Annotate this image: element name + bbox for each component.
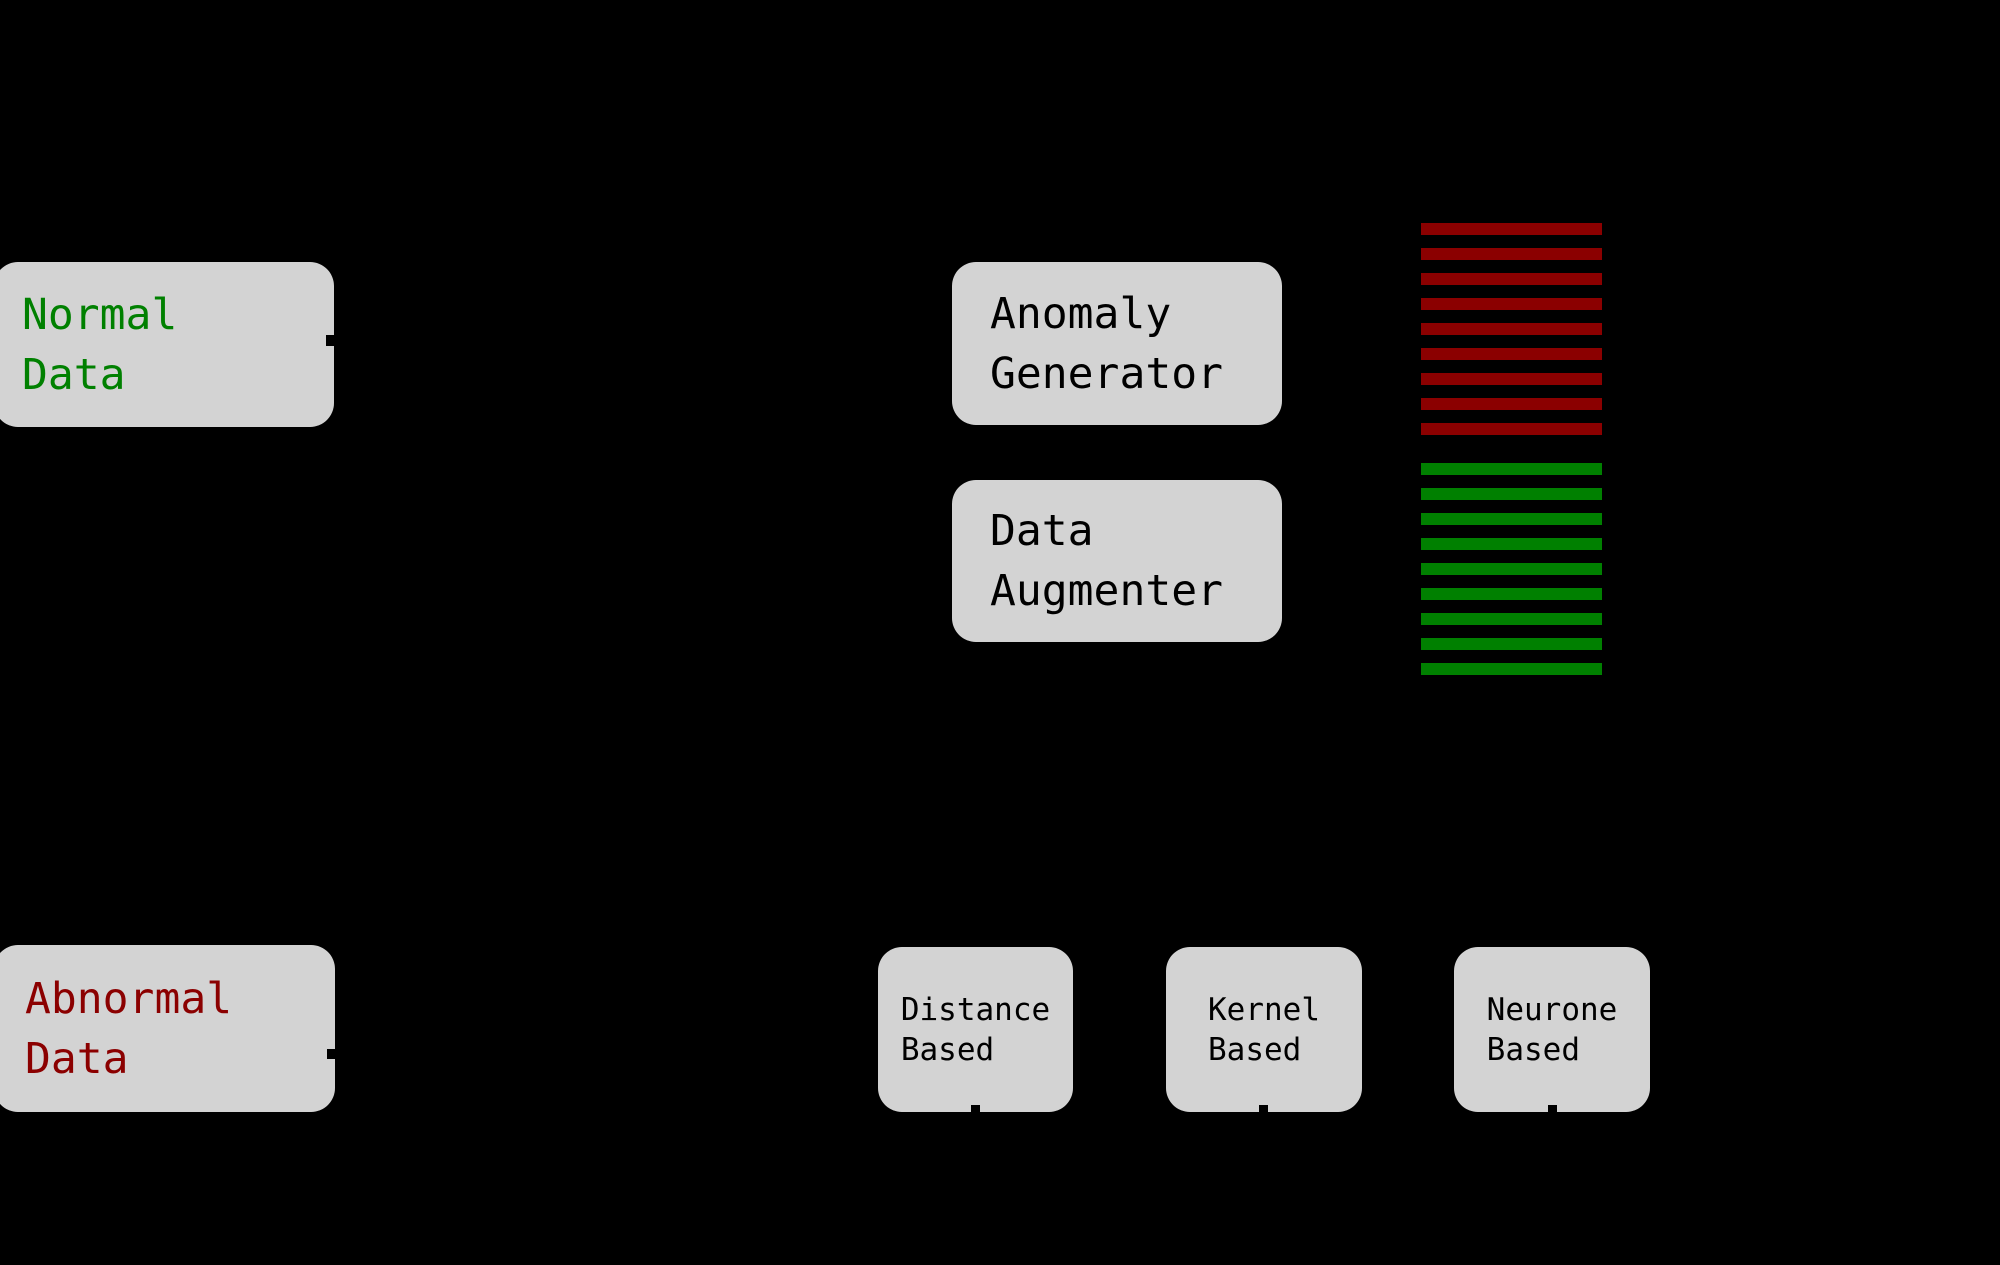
abnormal-data-stripe bbox=[1421, 298, 1602, 310]
kernel-based-node: Kernel Based bbox=[1166, 947, 1362, 1112]
distance-based-label: Distance Based bbox=[900, 991, 1051, 1068]
normal-data-stripe bbox=[1421, 588, 1602, 600]
abnormal-data-stripe bbox=[1421, 273, 1602, 285]
normal-data-label: Normal Data bbox=[22, 289, 178, 400]
normal-data-stripe bbox=[1421, 663, 1602, 675]
normal-data-stripe bbox=[1421, 463, 1602, 475]
abnormal-data-stripe bbox=[1421, 323, 1602, 335]
arrow-stub-artifact bbox=[1259, 1105, 1268, 1112]
normal-data-stripe bbox=[1421, 488, 1602, 500]
abnormal-data-label: Abnormal Data bbox=[25, 973, 233, 1084]
normal-data-stripe bbox=[1421, 613, 1602, 625]
abnormal-data-node: Abnormal Data bbox=[0, 945, 335, 1112]
abnormal-data-stripe bbox=[1421, 373, 1602, 385]
abnormal-data-stripe bbox=[1421, 348, 1602, 360]
abnormal-data-stripe bbox=[1421, 398, 1602, 410]
normal-data-stripe bbox=[1421, 513, 1602, 525]
anomaly-generator-label: Anomaly Generator bbox=[990, 288, 1223, 399]
neurone-based-node: Neurone Based bbox=[1454, 947, 1650, 1112]
arrow-stub-artifact bbox=[326, 335, 335, 346]
kernel-based-label: Kernel Based bbox=[1208, 991, 1320, 1068]
data-augmenter-label: Data Augmenter bbox=[990, 506, 1223, 616]
arrow-stub-artifact bbox=[1548, 1105, 1557, 1112]
abnormal-data-stripe bbox=[1421, 223, 1602, 235]
neurone-based-label: Neurone Based bbox=[1486, 991, 1618, 1068]
arrow-stub-artifact bbox=[327, 1049, 336, 1059]
arrow-stub-artifact bbox=[971, 1105, 980, 1112]
normal-data-stripe bbox=[1421, 563, 1602, 575]
normal-data-stripe bbox=[1421, 538, 1602, 550]
abnormal-data-stripe bbox=[1421, 423, 1602, 435]
anomaly-generator-node: Anomaly Generator bbox=[952, 262, 1282, 425]
normal-data-stripe bbox=[1421, 638, 1602, 650]
data-augmenter-node: Data Augmenter bbox=[952, 480, 1282, 642]
abnormal-data-stripe bbox=[1421, 248, 1602, 260]
distance-based-node: Distance Based bbox=[878, 947, 1073, 1112]
normal-data-node: Normal Data bbox=[0, 262, 334, 427]
